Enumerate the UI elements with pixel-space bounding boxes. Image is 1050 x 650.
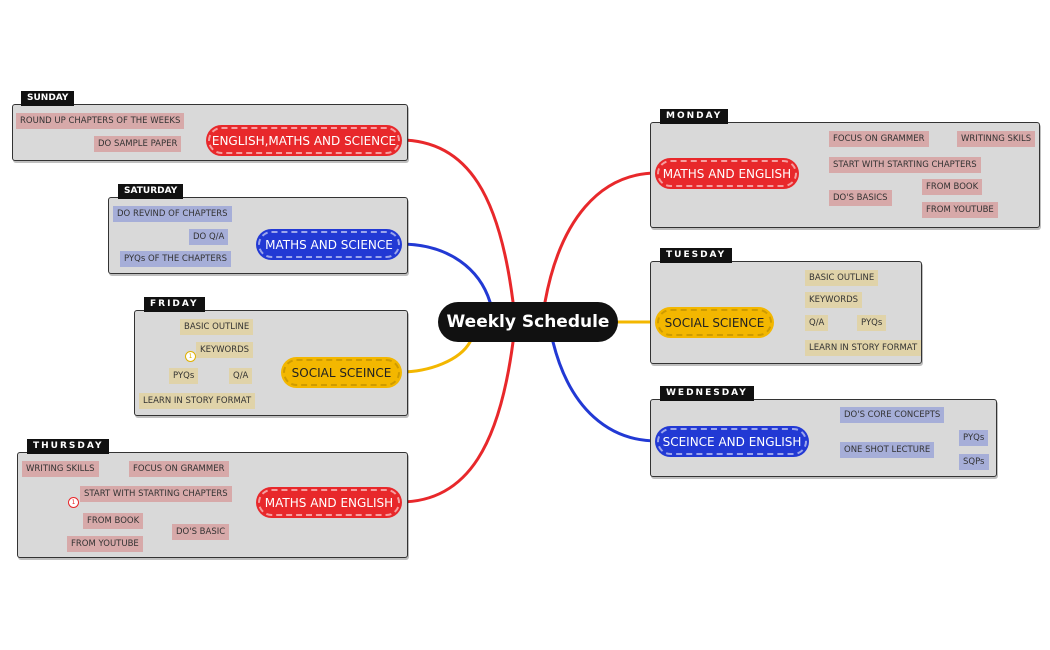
thursday-item-writing-skills[interactable]: WRITING SKILLS (22, 461, 99, 477)
thursday-item-starting-chapters[interactable]: START WITH STARTING CHAPTERS (80, 486, 232, 502)
branch-friday (398, 340, 472, 374)
sunday-day-label: SUNDAY (21, 91, 75, 106)
thursday-item-from-youtube[interactable]: FROM YOUTUBE (67, 536, 143, 552)
wednesday-item-sqps[interactable]: SQPs (959, 454, 989, 470)
friday-day-label: FRIDAY (144, 297, 205, 312)
tuesday-item-keywords[interactable]: KEYWORDS (805, 292, 863, 308)
tuesday-day-label: TUESDAY (660, 248, 733, 263)
monday-item-starting-chapters[interactable]: START WITH STARTING CHAPTERS (829, 157, 981, 173)
sunday-item-sample-paper[interactable]: DO SAMPLE PAPER (94, 136, 182, 152)
tuesday-item-story-format[interactable]: LEARN IN STORY FORMAT (805, 340, 922, 356)
saturday-item-revind[interactable]: DO REVIND OF CHAPTERS (113, 206, 232, 222)
sunday-item-roundup[interactable]: ROUND UP CHAPTERS OF THE WEEKS (16, 113, 185, 129)
wednesday-topic[interactable]: SCEINCE AND ENGLISH (657, 428, 807, 455)
branch-sunday (398, 138, 515, 304)
saturday-item-qa[interactable]: DO Q/A (189, 229, 229, 245)
friday-note-badge[interactable]: 1 (185, 351, 196, 362)
tuesday-item-basic-outline[interactable]: BASIC OUTLINE (805, 270, 879, 286)
wednesday-item-one-shot-lecture[interactable]: ONE SHOT LECTURE (840, 442, 935, 458)
sunday-topic[interactable]: ENGLISH,MATHS AND SCIENCE (208, 127, 400, 154)
friday-item-qa[interactable]: Q/A (229, 368, 253, 384)
thursday-note-badge[interactable]: 1 (68, 497, 79, 508)
saturday-day-label: SATURDAY (118, 184, 184, 199)
friday-topic[interactable]: SOCIAL SCEINCE (283, 359, 400, 386)
tuesday-item-pyqs[interactable]: PYQs (857, 315, 887, 331)
saturday-item-pyqs[interactable]: PYQs OF THE CHAPTERS (120, 251, 232, 267)
central-topic[interactable]: Weekly Schedule (438, 302, 618, 342)
thursday-topic[interactable]: MATHS AND ENGLISH (258, 489, 400, 516)
thursday-day-label: THURSDAY (27, 439, 110, 454)
tuesday-topic[interactable]: SOCIAL SCIENCE (657, 309, 772, 336)
monday-item-from-youtube[interactable]: FROM YOUTUBE (922, 202, 998, 218)
thursday-item-grammer[interactable]: FOCUS ON GRAMMER (129, 461, 229, 477)
branch-wednesday (551, 340, 659, 443)
tuesday-item-qa[interactable]: Q/A (805, 315, 829, 331)
friday-item-story-format[interactable]: LEARN IN STORY FORMAT (139, 393, 256, 409)
monday-topic[interactable]: MATHS AND ENGLISH (657, 160, 797, 187)
wednesday-item-pyqs[interactable]: PYQs (959, 430, 989, 446)
monday-item-grammer[interactable]: FOCUS ON GRAMMER (829, 131, 929, 147)
monday-item-from-book[interactable]: FROM BOOK (922, 179, 983, 195)
monday-item-writing-skills[interactable]: WRITINNG SKILS (957, 131, 1036, 147)
thursday-item-dos-basic[interactable]: DO'S BASIC (172, 524, 230, 540)
wednesday-day-label: WEDNESDAY (660, 386, 754, 401)
monday-day-label: MONDAY (660, 109, 729, 124)
monday-item-dos-basics[interactable]: DO'S BASICS (829, 190, 892, 206)
friday-item-pyqs[interactable]: PYQs (169, 368, 199, 384)
thursday-item-from-book[interactable]: FROM BOOK (83, 513, 144, 529)
friday-item-keywords[interactable]: KEYWORDS (196, 342, 254, 358)
friday-item-basic-outline[interactable]: BASIC OUTLINE (180, 319, 254, 335)
saturday-topic[interactable]: MATHS AND SCIENCE (258, 231, 400, 258)
wednesday-item-core-concepts[interactable]: DO'S CORE CONCEPTS (840, 407, 945, 423)
branch-thursday (398, 340, 515, 504)
branch-saturday (398, 242, 492, 304)
branch-monday (543, 171, 659, 304)
